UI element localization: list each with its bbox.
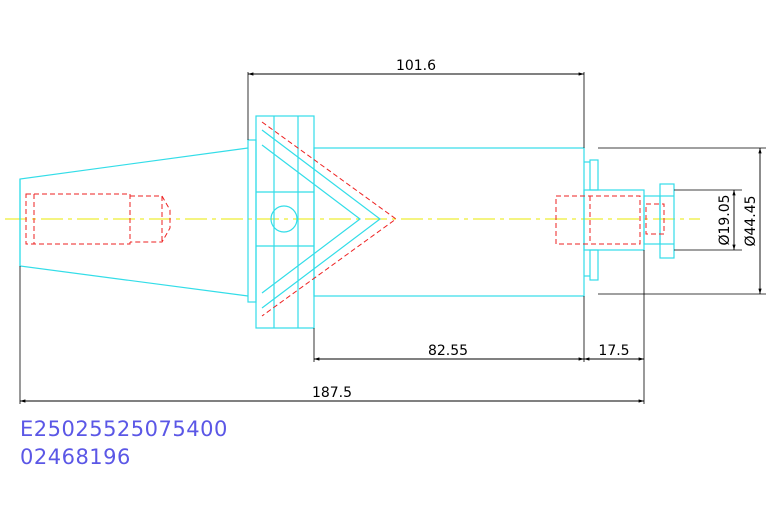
dim-stub-length: 17.5 bbox=[598, 343, 629, 359]
dim-outer-diameter: Ø44.45 bbox=[743, 195, 759, 246]
dim-top-length: 101.6 bbox=[396, 58, 436, 74]
hidden-lines bbox=[25, 121, 665, 317]
extension-lines bbox=[19, 72, 766, 404]
dim-inner-diameter: Ø19.05 bbox=[717, 194, 733, 245]
part-outline bbox=[19, 115, 675, 329]
part-number: 02468196 bbox=[20, 445, 131, 469]
part-code: E25025525075400 bbox=[20, 417, 228, 441]
dim-overall-length: 187.5 bbox=[312, 385, 352, 401]
dim-body-length: 82.55 bbox=[428, 343, 468, 359]
